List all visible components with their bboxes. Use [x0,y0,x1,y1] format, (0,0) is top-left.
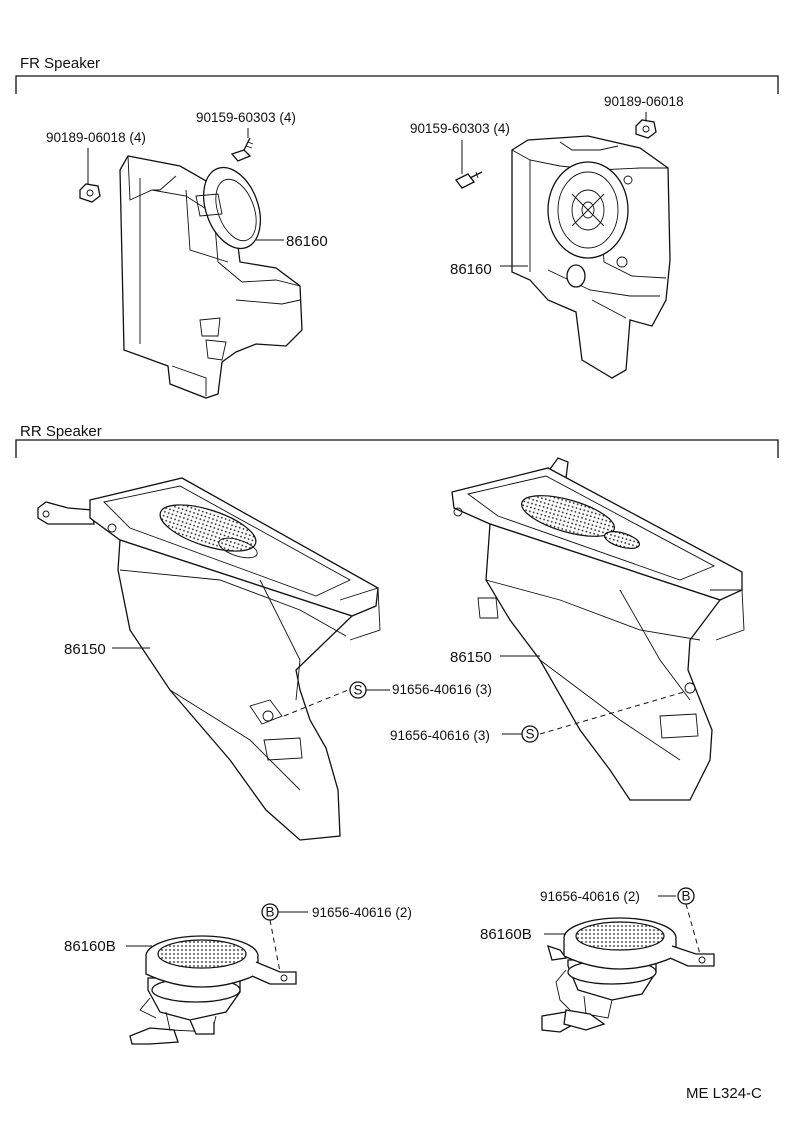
front-left-speaker-label: 86160 [286,233,328,250]
front-section-bracket [15,75,779,94]
front-left-speaker-assembly: 90189-06018 (4) 90159-60303 (4) 86160 [46,110,328,399]
bottom-left-bolt-symbol: B [265,905,274,920]
rear-left-box-label: 86150 [64,641,106,658]
rear-section-title: RR Speaker [20,423,102,440]
rear-left-screw-symbol: S [353,683,362,698]
rear-left-box-body [117,539,354,841]
front-right-speaker-label: 86160 [450,261,492,278]
rear-speaker-section: RR Speaker [15,423,779,458]
bottom-left-speaker-label: 86160B [64,938,116,955]
front-section-title: FR Speaker [20,55,100,72]
front-left-screw-label: 90159-60303 (4) [196,110,296,125]
front-right-port [566,264,586,288]
diagram-code: ME L324-C [686,1085,762,1102]
bottom-left-speaker-grille [157,939,247,969]
front-right-screw-label: 90159-60303 (4) [410,121,510,136]
bottom-right-speaker-label: 86160B [480,926,532,943]
bottom-left-bolt-label: 91656-40616 (2) [312,905,412,920]
rear-right-grille [521,495,615,537]
front-speaker-section: FR Speaker [15,55,779,94]
front-right-nut-label: 90189-06018 [604,94,684,109]
bottom-right-bolt-symbol: B [681,889,690,904]
rear-left-bracket [37,501,95,525]
bottom-right-speaker: 91656-40616 (2) B 86160B [480,887,715,1033]
bottom-left-speaker: B 91656-40616 (2) 86160B [64,903,412,1045]
rear-left-screw-label: 91656-40616 (3) [392,682,492,697]
front-left-nut-icon [79,183,101,203]
rear-right-screw-symbol: S [525,727,534,742]
rear-right-box-label: 86150 [450,649,492,666]
front-left-nut-label: 90189-06018 (4) [46,130,146,145]
bottom-right-speaker-grille [575,921,665,951]
bottom-right-bolt-label: 91656-40616 (2) [540,889,640,904]
rear-left-grille [159,504,257,552]
front-right-nut-icon [635,119,657,139]
rear-right-screw-label: 91656-40616 (3) [390,728,490,743]
rear-left-speaker-box: 86150 S 91656-40616 (3) [37,477,492,841]
rear-right-speaker-box: 86150 S 91656-40616 (3) [390,457,745,801]
front-left-screw-icon [230,137,254,162]
rear-section-bracket [15,439,779,458]
front-right-speaker-assembly: 90159-60303 (4) 90189-06018 86160 [410,94,684,379]
front-right-screw-icon [455,171,483,189]
